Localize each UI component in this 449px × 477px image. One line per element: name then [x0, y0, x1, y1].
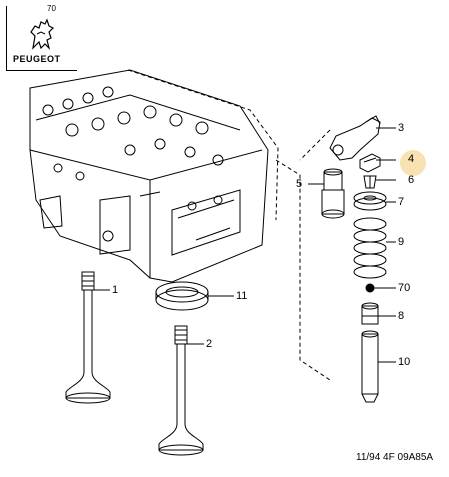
leader-lines	[94, 127, 396, 363]
valve-seat-11	[155, 281, 209, 311]
brand-name: PEUGEOT	[13, 54, 61, 64]
callout-6: 6	[408, 174, 415, 186]
spring-cap-7	[353, 191, 387, 211]
stem-seal-8	[361, 302, 379, 325]
callout-8: 8	[398, 310, 405, 322]
callout-highlight	[400, 150, 426, 176]
seal-70	[365, 283, 375, 293]
callout-11: 11	[236, 290, 248, 302]
callout-10: 10	[398, 356, 411, 368]
callout-3: 3	[398, 122, 405, 134]
valve-1	[65, 271, 111, 404]
callout-9: 9	[398, 236, 405, 248]
callout-2: 2	[206, 338, 213, 350]
page-marker: 70	[47, 4, 56, 13]
callout-1: 1	[112, 284, 119, 296]
dashed-frame	[127, 69, 331, 381]
callout-70: 70	[398, 282, 411, 294]
lion-icon	[30, 18, 55, 50]
cylinder-head	[29, 69, 269, 283]
brand-logo-box: 70 PEUGEOT	[6, 4, 77, 71]
callout-4: 4	[408, 153, 415, 165]
tappet-5	[321, 168, 345, 219]
callout-7: 7	[398, 196, 405, 208]
drawing-reference: 11/94 4F 09A85A	[356, 452, 434, 463]
clip-4	[359, 153, 381, 173]
callout-5: 5	[296, 178, 303, 190]
valve-guide-10	[361, 330, 379, 403]
spring-9	[353, 217, 387, 279]
collets-6	[363, 175, 377, 189]
valve-2	[158, 325, 204, 456]
rocker-arm-3	[329, 115, 381, 161]
